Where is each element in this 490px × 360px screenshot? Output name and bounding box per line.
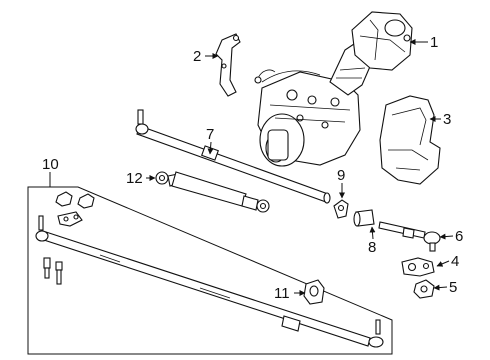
tie-rod-end-icon[interactable] xyxy=(378,221,441,252)
tie-rod-assembly-icon[interactable] xyxy=(27,186,393,355)
bracket-clamp-icon[interactable] xyxy=(401,257,435,277)
callout-3: 3 xyxy=(443,111,451,128)
callout-6: 6 xyxy=(455,228,463,245)
nut-icon[interactable] xyxy=(413,279,435,299)
adjuster-sleeve-icon[interactable] xyxy=(353,209,375,227)
bushing-icon[interactable] xyxy=(303,279,325,305)
clamp-icon[interactable] xyxy=(333,199,349,219)
bracket-icon[interactable] xyxy=(215,33,241,97)
callout-4: 4 xyxy=(451,253,459,270)
callout-7: 7 xyxy=(206,126,214,143)
callout-5: 5 xyxy=(449,279,457,296)
callout-1: 1 xyxy=(430,34,438,51)
callout-12: 12 xyxy=(126,170,143,187)
heat-shield-icon[interactable] xyxy=(379,95,441,185)
callout-2: 2 xyxy=(193,48,201,65)
callout-9: 9 xyxy=(337,167,345,184)
callout-11: 11 xyxy=(274,285,290,302)
callout-10: 10 xyxy=(42,156,59,173)
steering-gear-icon[interactable] xyxy=(254,11,413,167)
drag-link-icon[interactable] xyxy=(135,109,331,204)
steering-damper-icon[interactable] xyxy=(155,171,270,213)
callout-8: 8 xyxy=(368,239,376,256)
